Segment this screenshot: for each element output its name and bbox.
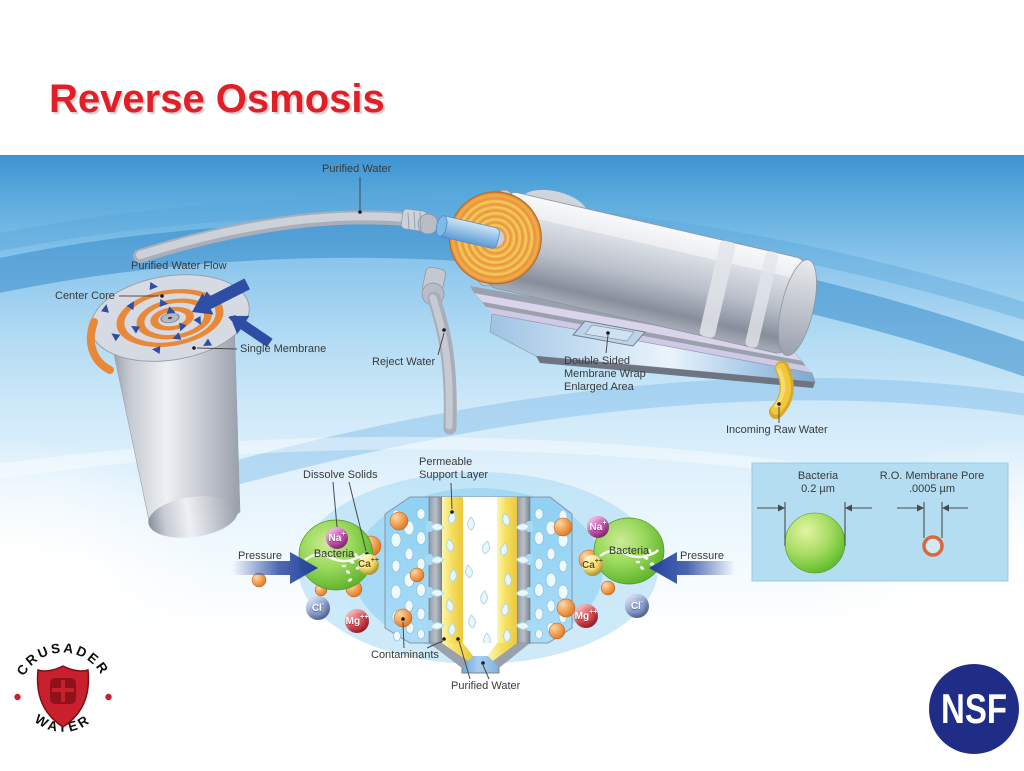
leader-lines: [119, 177, 780, 680]
nsf-logo: NSF: [929, 664, 1019, 754]
rolled-membrane: [86, 274, 273, 538]
pressure-arrow-right: [649, 552, 735, 584]
leader-dots: [160, 210, 781, 665]
ro-module-cylinder: [435, 189, 817, 356]
page-title: Reverse Osmosis: [49, 76, 385, 121]
inflow-arrow-2: [230, 315, 273, 347]
support-layer-right: [497, 497, 517, 643]
incoming-raw-water-tube: [769, 361, 794, 419]
inflow-arrow-1: [192, 278, 250, 315]
holes-right: [534, 508, 569, 640]
dimension-arrowheads: [778, 504, 949, 512]
comparison-box: [751, 462, 1009, 582]
pressure-arrow-left: [232, 552, 318, 584]
membrane-cross-section: [384, 496, 573, 674]
contaminant-balls: [251, 511, 616, 640]
nsf-text: NSF: [941, 685, 1007, 732]
bacteria-blob-right: [593, 517, 665, 585]
reject-water-tube: [421, 266, 457, 435]
crusader-water-logo: CRUSADER WATER: [14, 640, 112, 735]
bacteria-sphere: [784, 512, 846, 574]
membrane-pore-ring: [922, 535, 944, 557]
purified-water-tube: [133, 208, 439, 263]
